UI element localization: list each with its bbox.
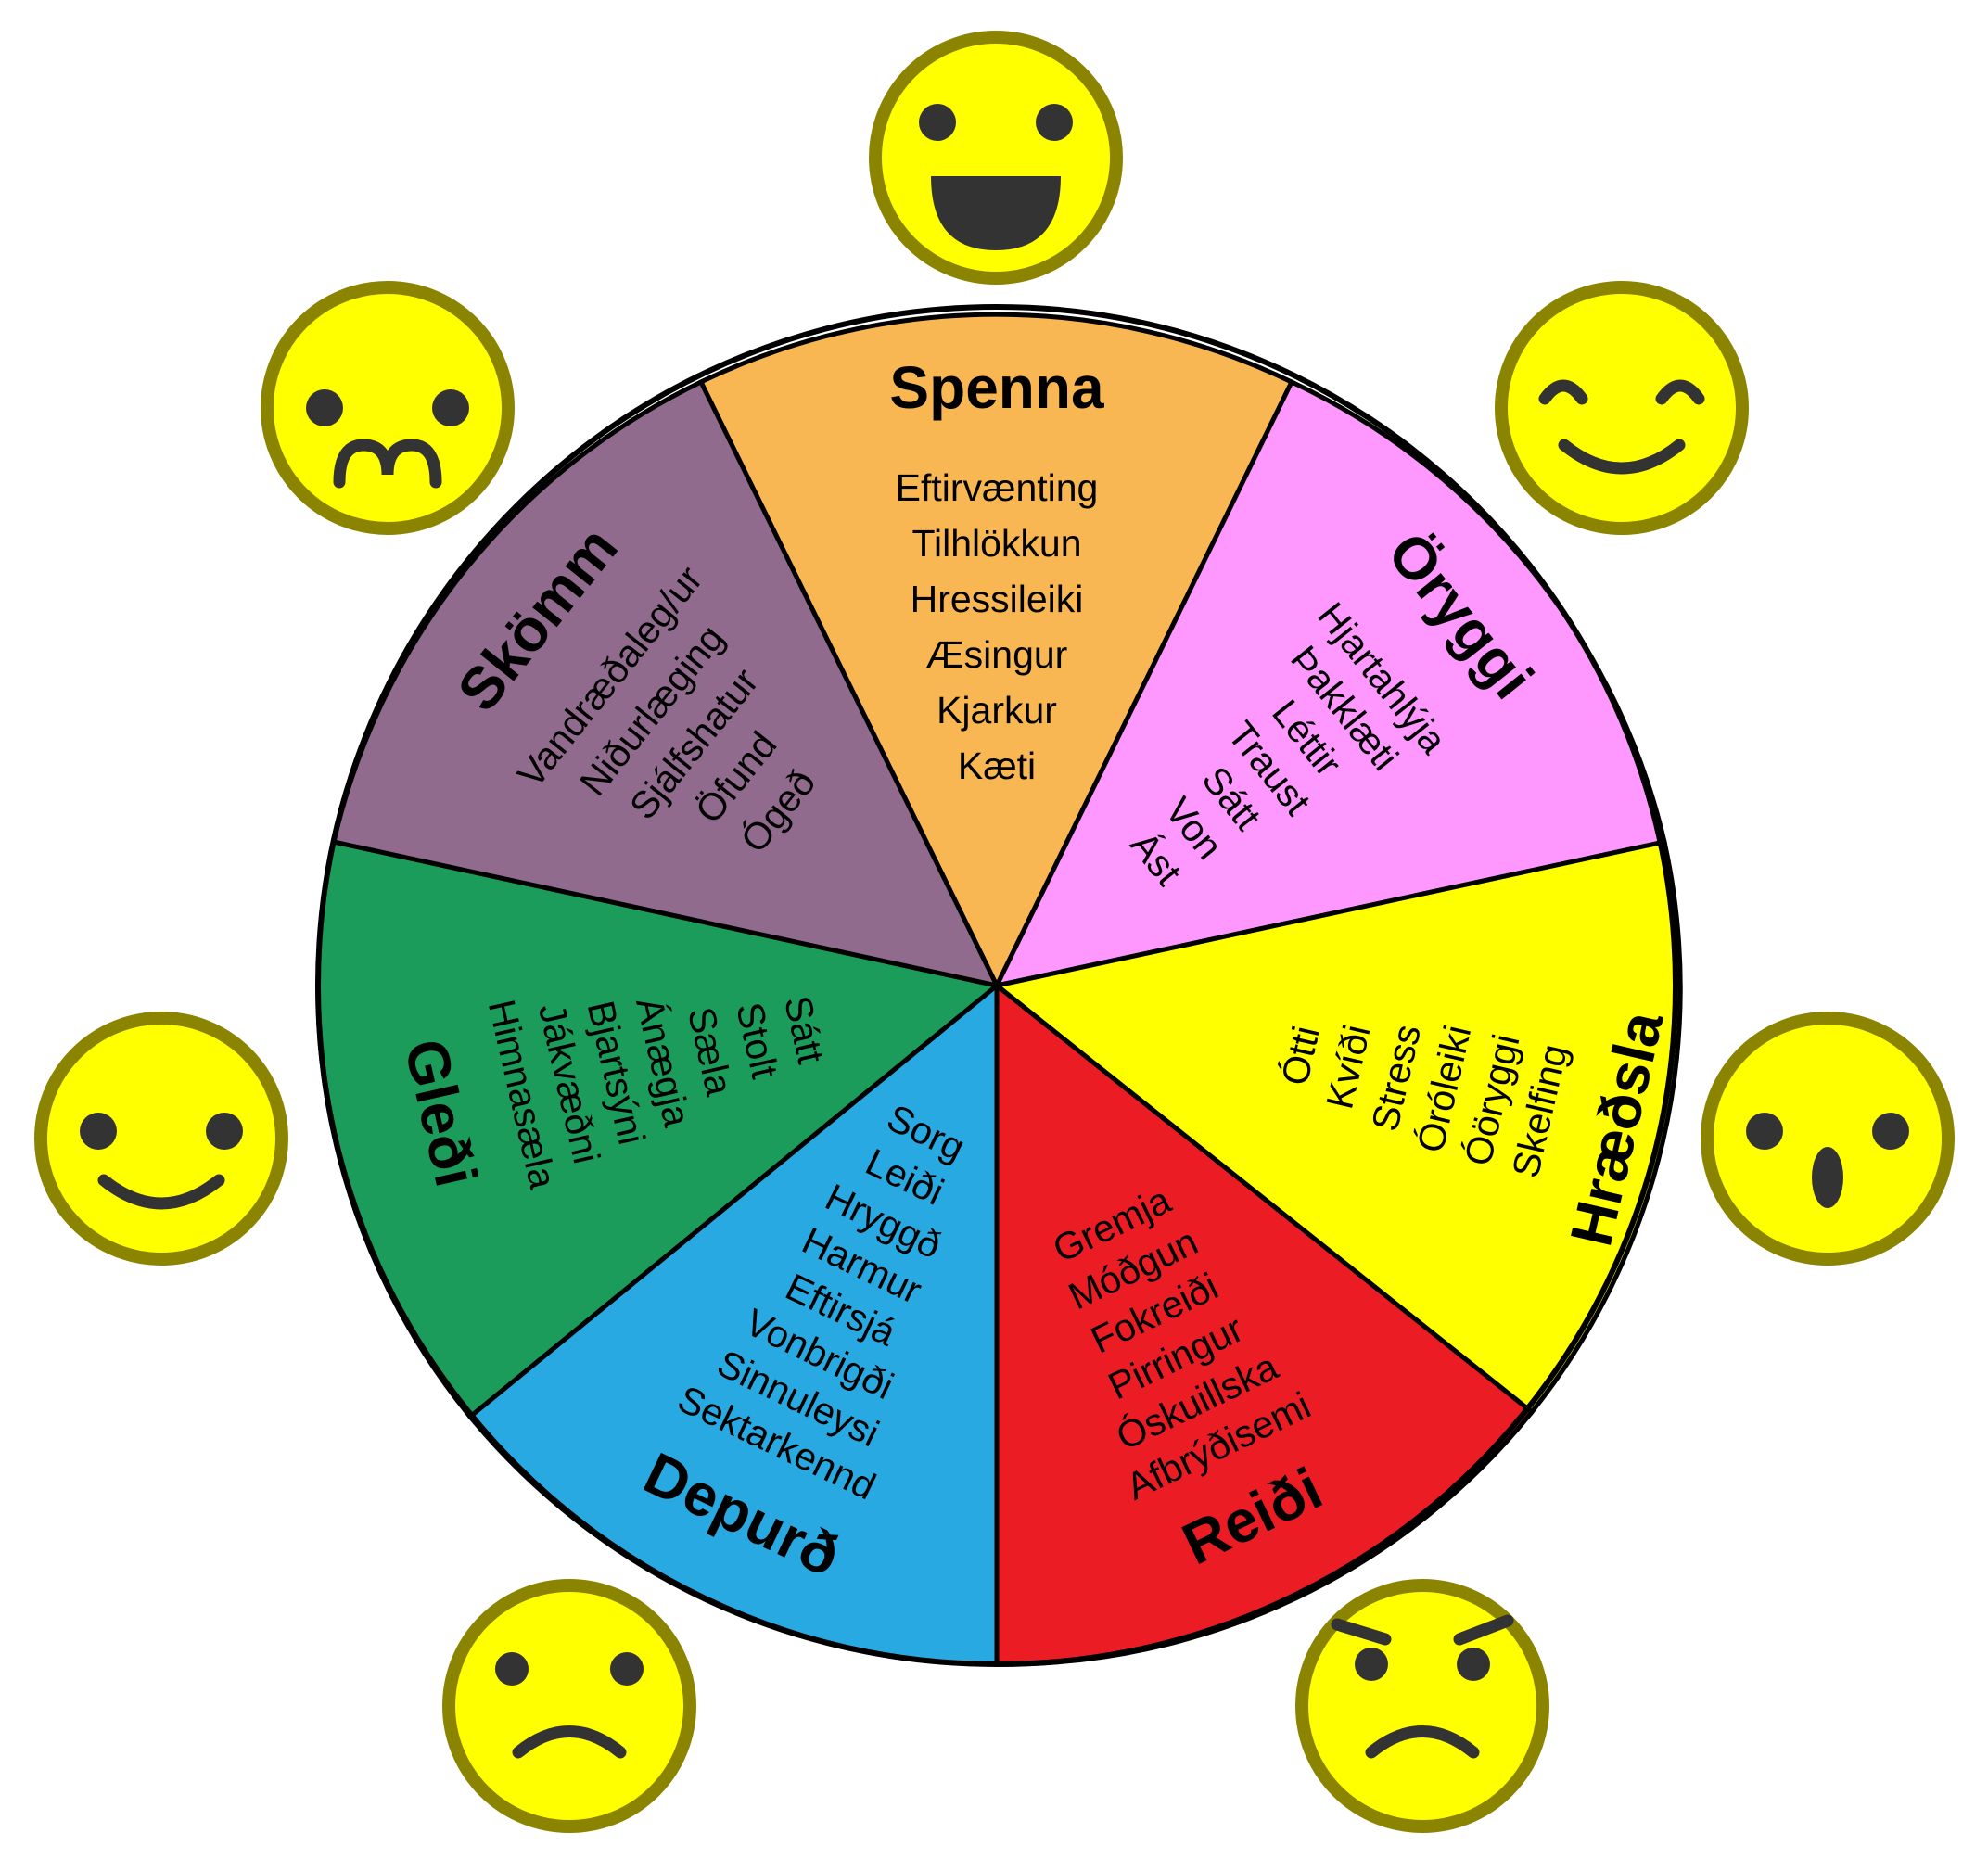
segment-spenna-labels: Spenna Eftirvænting Tilhlökkun Hressilei… — [889, 354, 1104, 787]
segment-word: Eftirvænting — [896, 466, 1099, 509]
big-grin-face-icon — [869, 31, 1123, 285]
segment-depurd-labels: Depurð Sorg Leiði Hryggð Harmur Eftirsjá… — [634, 1096, 972, 1589]
frown-face-icon — [442, 1579, 696, 1833]
sector-hraedsla — [991, 839, 1683, 1416]
segment-word: Hressileiki — [911, 578, 1084, 620]
sector-spenna — [697, 312, 1295, 991]
segment-word: Kjarkur — [937, 689, 1057, 732]
smile-face-icon — [34, 1012, 288, 1266]
faces — [34, 31, 1955, 1833]
closed-eyes-smile-face-icon — [1495, 281, 1749, 535]
wheel-sectors — [315, 304, 1683, 1667]
segment-gledi-labels: Gleði Sátt Stolt Sæla Ánægja Bjartsýni J… — [392, 992, 834, 1193]
open-mouth-face-icon — [1701, 1012, 1955, 1266]
segment-title-spenna: Spenna — [889, 354, 1104, 421]
wheel-outline — [315, 304, 1678, 1667]
angry-face-icon — [1295, 1579, 1549, 1833]
segment-word: Kæti — [958, 745, 1036, 787]
segment-word: Æsingur — [926, 633, 1068, 676]
segment-word: Tilhlökkun — [911, 522, 1081, 565]
wobbly-mouth-face-icon — [261, 281, 515, 535]
